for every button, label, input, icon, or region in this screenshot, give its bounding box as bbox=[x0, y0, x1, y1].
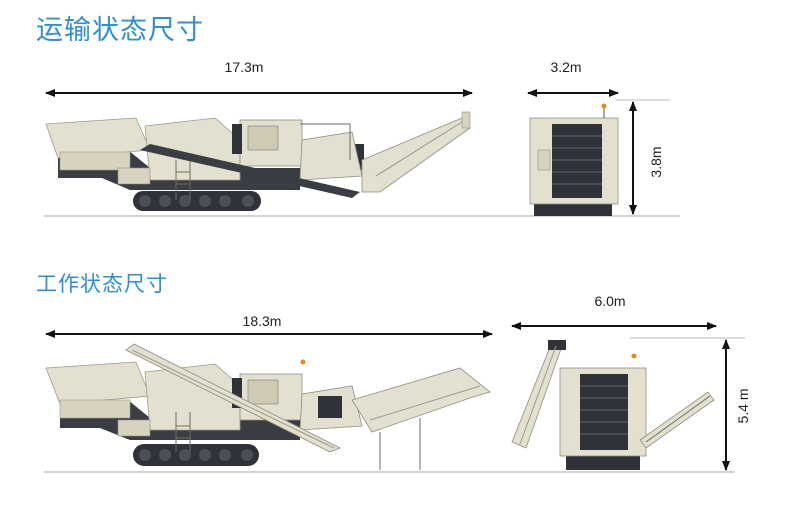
transport-width-label: 3.2m bbox=[550, 59, 581, 75]
transport-length-label: 17.3m bbox=[225, 59, 264, 75]
working-height-label: 5.4 m bbox=[735, 388, 751, 423]
working-side-view-machine bbox=[45, 343, 491, 470]
working-width-label: 6.0m bbox=[594, 293, 625, 309]
transport-front-view-machine bbox=[529, 103, 619, 216]
working-front-view-machine bbox=[511, 340, 715, 470]
transport-height-label: 3.8m bbox=[648, 146, 664, 177]
transport-section-title: 运输状态尺寸 bbox=[36, 15, 204, 46]
working-length-label: 18.3m bbox=[243, 313, 282, 329]
transport-side-view-machine bbox=[45, 111, 471, 211]
working-section-title: 工作状态尺寸 bbox=[36, 272, 168, 296]
